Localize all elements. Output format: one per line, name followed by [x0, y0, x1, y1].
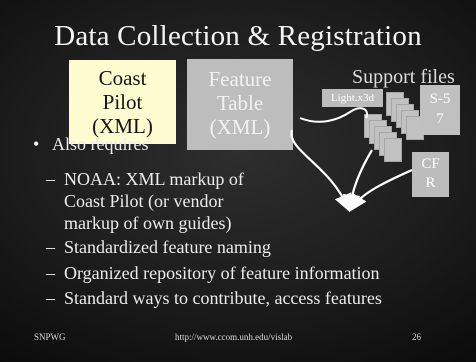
slide-title: Data Collection & Registration [54, 20, 422, 52]
footer-page-number: 26 [412, 332, 421, 342]
dash-marker: – [46, 263, 55, 283]
support-files-label: Support files [352, 66, 455, 88]
bullet-text: Also requires [52, 134, 149, 154]
dash-marker: – [46, 237, 55, 257]
arrow-loop [299, 107, 368, 123]
light-x3d-file: Light.x3d [322, 89, 383, 107]
sub-item-line: Organized repository of feature informat… [64, 263, 380, 283]
dash-marker: – [46, 288, 55, 308]
dash-marker: – [46, 169, 55, 189]
sub-item-line: Standard ways to contribute, access feat… [64, 288, 382, 308]
cfr-line-2: R [425, 175, 436, 191]
cfr-file: CF R [412, 152, 449, 197]
feature-table-line-2: Table [216, 91, 264, 115]
file-stack-icon [384, 138, 402, 162]
footer-url: http://www.ccom.unh.edu/vislab [175, 332, 293, 342]
s57-line-2: 7 [436, 111, 444, 127]
s57-line-1: S-5 [429, 91, 451, 107]
sub-item-line: Coast Pilot (or vendor [64, 191, 224, 211]
feature-table-line-1: Feature [208, 67, 272, 91]
coast-pilot-line-2: Pilot [102, 90, 143, 114]
footer-left: SNPWG [34, 332, 66, 342]
coast-pilot-line-1: Coast [98, 66, 147, 90]
sub-item: – NOAA: XML markup of Coast Pilot (or ve… [46, 168, 244, 234]
arrow-from-cfr [349, 168, 413, 212]
cfr-line-1: CF [421, 156, 440, 172]
coast-pilot-box: Coast Pilot (XML) [69, 60, 176, 144]
s57-file: S-5 7 [420, 85, 460, 135]
bullet-marker: • [33, 134, 40, 154]
sub-item-line: markup of own guides) [64, 213, 232, 233]
feature-table-box: Feature Table (XML) [187, 59, 293, 150]
sub-item-line: NOAA: XML markup of [64, 169, 244, 189]
sub-item: – Standard ways to contribute, access fe… [46, 287, 382, 309]
sub-item: – Standardized feature naming [46, 236, 271, 258]
sub-item: – Organized repository of feature inform… [46, 262, 380, 284]
sub-item-line: Standardized feature naming [64, 237, 271, 257]
arrow-from-feature-table [290, 129, 352, 213]
feature-table-line-3: (XML) [209, 115, 271, 139]
coast-pilot-line-3: (XML) [92, 114, 153, 138]
